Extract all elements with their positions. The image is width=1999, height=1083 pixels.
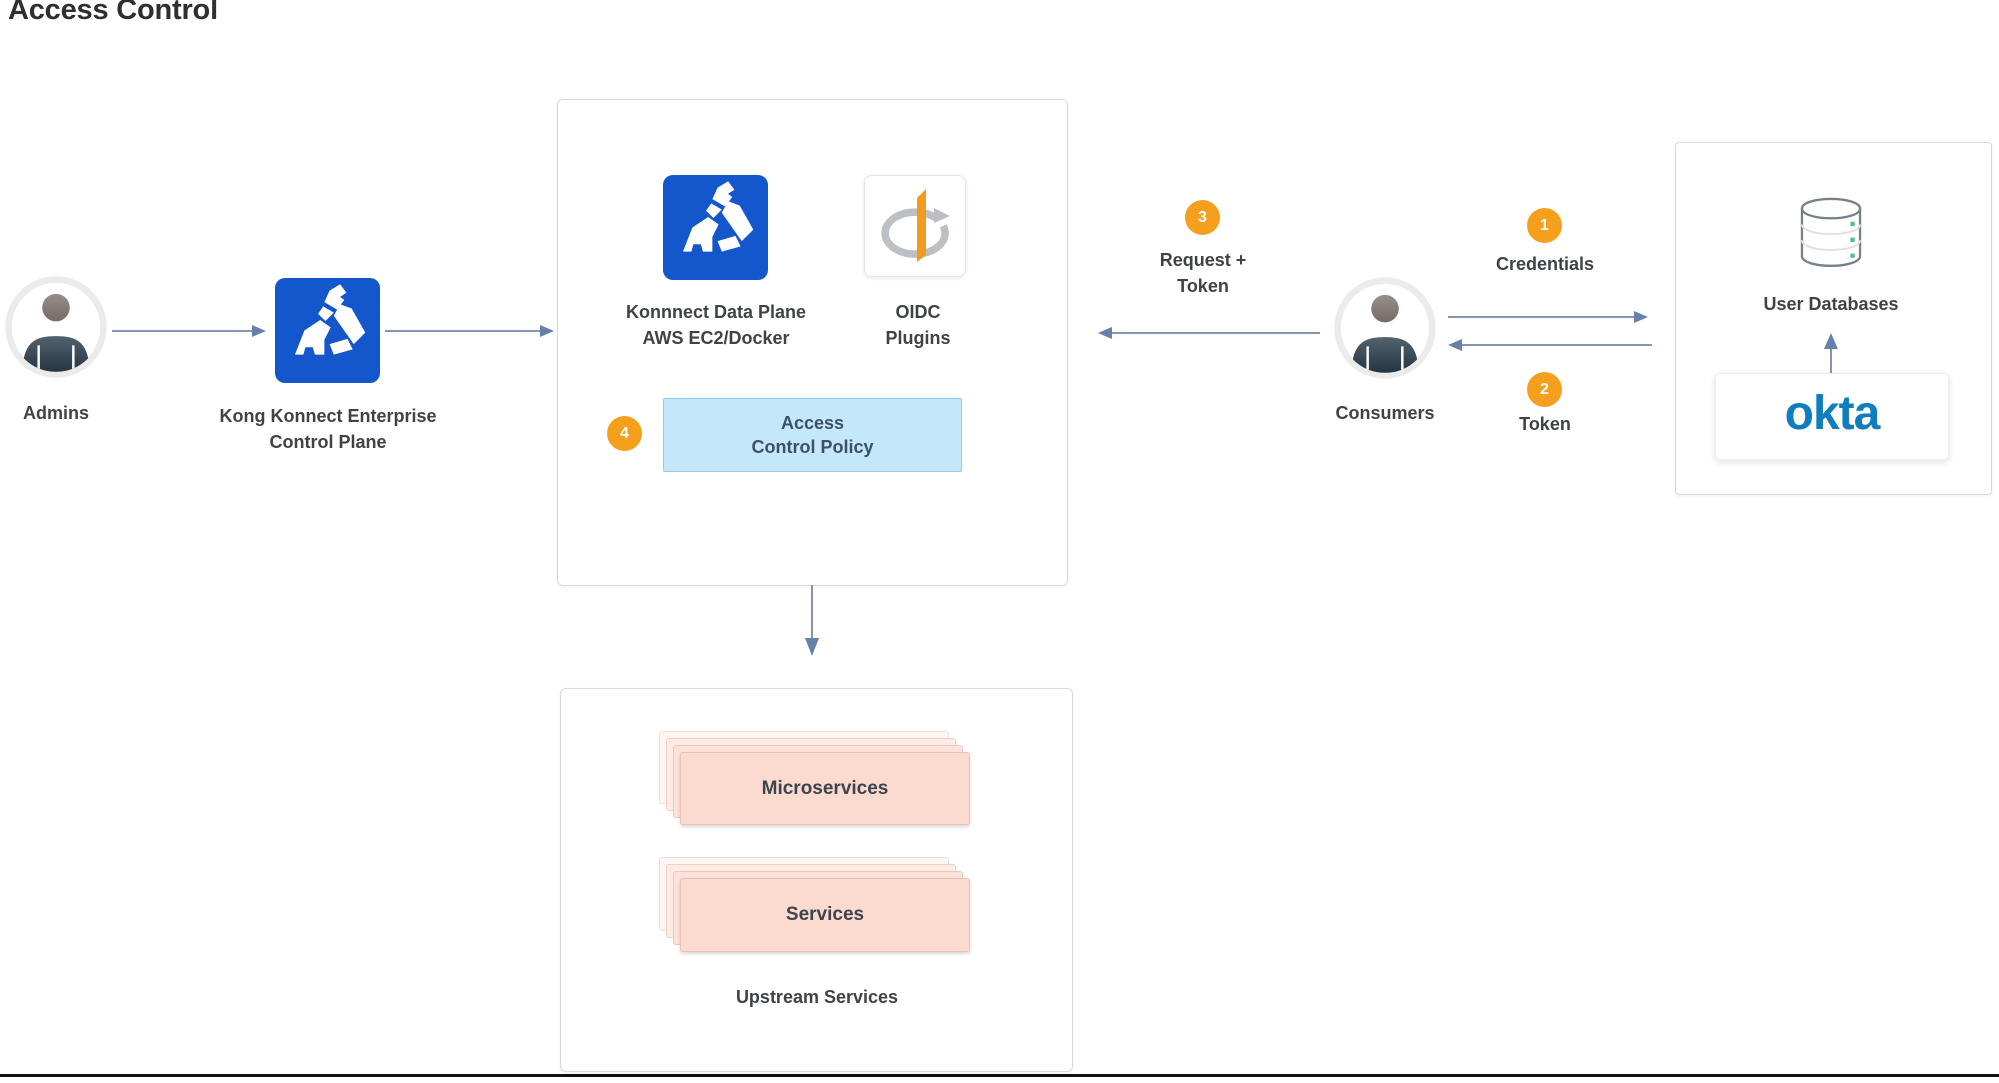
arrowhead-right-credentials	[1634, 311, 1648, 323]
page-title: Access Control	[8, 0, 218, 26]
step-2-badge: 2	[1527, 372, 1562, 407]
database-icon	[1787, 196, 1875, 274]
bottom-rule	[0, 1074, 1999, 1077]
gorilla-body	[294, 320, 331, 355]
oidc-plugins-label: OIDC Plugins	[885, 302, 951, 348]
user-databases-label: User Databases	[1763, 294, 1899, 314]
arrowhead-down-upstream	[805, 638, 819, 656]
kong-data-plane-logo-icon	[663, 175, 768, 280]
gorilla-head	[324, 284, 347, 310]
upstream-services-label: Upstream Services	[735, 987, 899, 1007]
arrowhead-left-token	[1448, 339, 1462, 351]
step-3-badge: 3	[1185, 200, 1220, 235]
arrowhead-right-2	[540, 325, 554, 337]
token-label: Token	[1519, 414, 1571, 434]
microservices-stack: Microservices	[659, 731, 970, 825]
consumers-avatar-icon	[1334, 277, 1436, 379]
gorilla-jaw	[318, 306, 334, 322]
kong-control-plane-logo-icon	[275, 278, 380, 383]
credentials-label: Credentials	[1495, 254, 1595, 274]
step-1-badge: 1	[1527, 208, 1562, 243]
okta-wordmark: okta	[1784, 386, 1881, 440]
data-plane-label: Konnnect Data Plane AWS EC2/Docker	[625, 302, 807, 348]
control-plane-label: Kong Konnect Enterprise Control Plane	[219, 406, 437, 452]
gorilla-foot	[329, 338, 353, 355]
services-card: Services	[680, 878, 970, 952]
consumers-label: Consumers	[1335, 403, 1435, 423]
arrowhead-right-1	[252, 325, 266, 337]
oidc-icon	[864, 175, 966, 277]
gorilla-arm	[333, 304, 366, 345]
step-4-badge: 4	[607, 416, 642, 451]
access-control-policy-box: Access Control Policy	[663, 398, 962, 472]
services-stack: Services	[659, 857, 970, 952]
microservices-card: Microservices	[680, 752, 970, 825]
request-token-label: Request + Token	[1159, 250, 1247, 296]
admins-avatar-icon	[5, 276, 107, 378]
arrowhead-left-request	[1098, 327, 1112, 339]
okta-logo: okta	[1715, 373, 1949, 460]
admins-label: Admins	[22, 403, 89, 423]
